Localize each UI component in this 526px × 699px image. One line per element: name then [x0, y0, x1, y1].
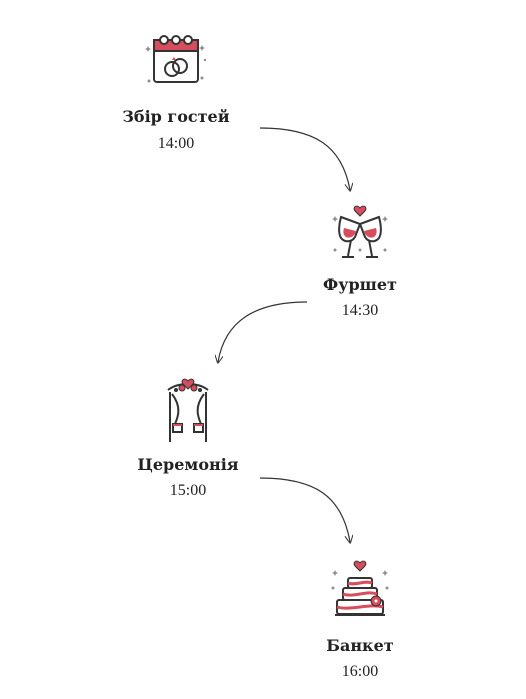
connector-guests-to-reception: [259, 127, 350, 190]
event-time: 14:30: [341, 302, 379, 319]
event-guests: Збір гостей 14:00: [86, 26, 266, 156]
event-banquet: Банкет 16:00: [270, 555, 450, 685]
champagne-glasses-icon: [325, 200, 395, 270]
calendar-rings-icon: [141, 26, 211, 96]
event-ceremony: Церемонія 15:00: [98, 372, 278, 502]
wedding-cake-icon: [325, 555, 395, 625]
event-reception: Фуршет 14:30: [270, 200, 450, 330]
event-time: 15:00: [169, 482, 207, 499]
event-time: 16:00: [341, 663, 379, 680]
event-title: Фуршет: [323, 275, 397, 294]
event-title: Збір гостей: [122, 107, 230, 126]
event-title: Церемонія: [137, 455, 239, 474]
wedding-arch-icon: [153, 372, 223, 442]
event-time: 14:00: [157, 135, 195, 152]
connector-ceremony-to-banquet: [259, 477, 350, 542]
event-title: Банкет: [326, 636, 394, 655]
connector-reception-to-ceremony: [218, 301, 308, 362]
